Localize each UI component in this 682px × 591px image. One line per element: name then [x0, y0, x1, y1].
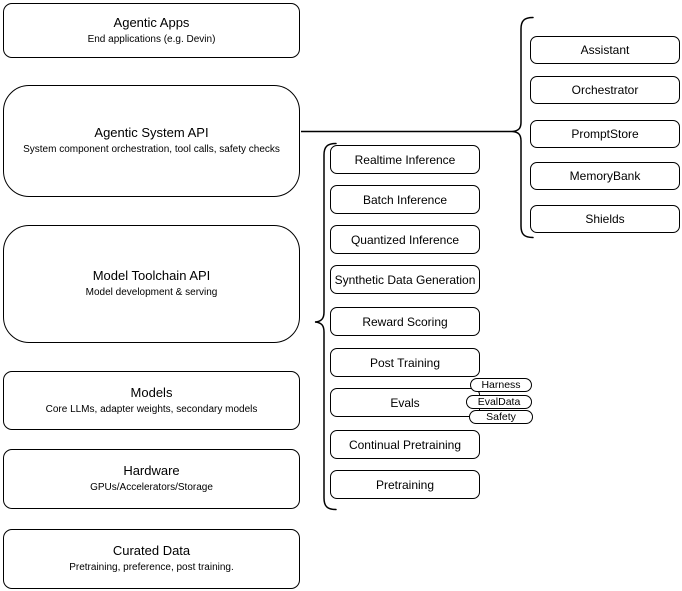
node-hardware: Hardware GPUs/Accelerators/Storage	[3, 449, 300, 509]
tag-evaldata: EvalData	[466, 395, 532, 409]
node-title: Curated Data	[112, 543, 191, 558]
node-synthetic-data-generation: Synthetic Data Generation	[330, 265, 480, 294]
node-quantized-inference: Quantized Inference	[330, 225, 480, 254]
brace-middle-column	[314, 142, 337, 511]
node-subtitle: Pretraining, preference, post training.	[69, 562, 234, 573]
node-subtitle: GPUs/Accelerators/Storage	[90, 482, 213, 493]
node-title: Models	[130, 384, 173, 400]
node-realtime-inference: Realtime Inference	[330, 145, 480, 174]
node-evals: Evals	[330, 388, 480, 417]
node-shields: Shields	[530, 205, 680, 233]
node-title: Agentic System API	[94, 125, 209, 140]
node-title: Hardware	[123, 463, 180, 478]
brace-right-column	[511, 16, 534, 239]
node-title: Model Toolchain API	[92, 268, 211, 283]
tag-harness: Harness	[470, 378, 532, 392]
node-orchestrator: Orchestrator	[530, 76, 680, 104]
node-title: Agentic Apps	[113, 14, 190, 30]
node-subtitle: System component orchestration, tool cal…	[23, 144, 280, 155]
tag-safety: Safety	[469, 410, 533, 424]
node-memorybank: MemoryBank	[530, 162, 680, 190]
node-subtitle: End applications (e.g. Devin)	[87, 33, 216, 45]
node-pretraining: Pretraining	[330, 470, 480, 499]
node-agentic-system-api: Agentic System API System component orch…	[3, 85, 300, 197]
node-models: Models Core LLMs, adapter weights, secon…	[3, 371, 300, 430]
node-curated-data: Curated Data Pretraining, preference, po…	[3, 529, 300, 589]
node-agentic-apps: Agentic Apps End applications (e.g. Devi…	[3, 3, 300, 58]
node-reward-scoring: Reward Scoring	[330, 307, 480, 336]
node-model-toolchain-api: Model Toolchain API Model development & …	[3, 225, 300, 343]
node-subtitle: Core LLMs, adapter weights, secondary mo…	[45, 403, 258, 415]
node-continual-pretraining: Continual Pretraining	[330, 430, 480, 459]
node-post-training: Post Training	[330, 348, 480, 377]
node-assistant: Assistant	[530, 36, 680, 64]
node-batch-inference: Batch Inference	[330, 185, 480, 214]
node-promptstore: PromptStore	[530, 120, 680, 148]
node-subtitle: Model development & serving	[85, 287, 218, 298]
